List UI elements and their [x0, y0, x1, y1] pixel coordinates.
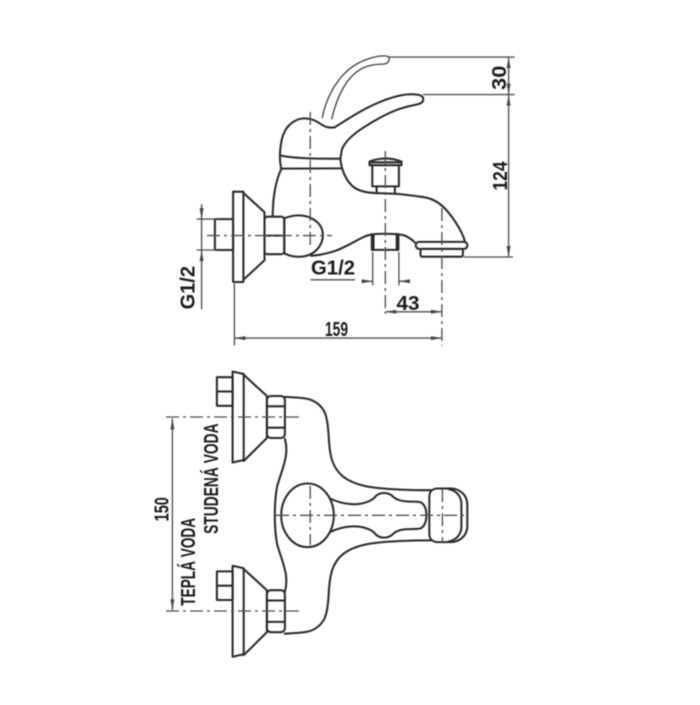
svg-text:G1/2: G1/2 [178, 266, 200, 309]
svg-text:G1/2: G1/2 [311, 258, 355, 280]
svg-text:30: 30 [489, 66, 511, 90]
svg-text:STUDENÁ VODA: STUDENÁ VODA [200, 423, 223, 534]
svg-text:TEPLÁ VODA: TEPLÁ VODA [177, 518, 200, 606]
svg-text:124: 124 [490, 161, 512, 191]
svg-text:43: 43 [397, 293, 420, 315]
svg-text:159: 159 [325, 319, 348, 341]
svg-text:150: 150 [152, 497, 174, 521]
